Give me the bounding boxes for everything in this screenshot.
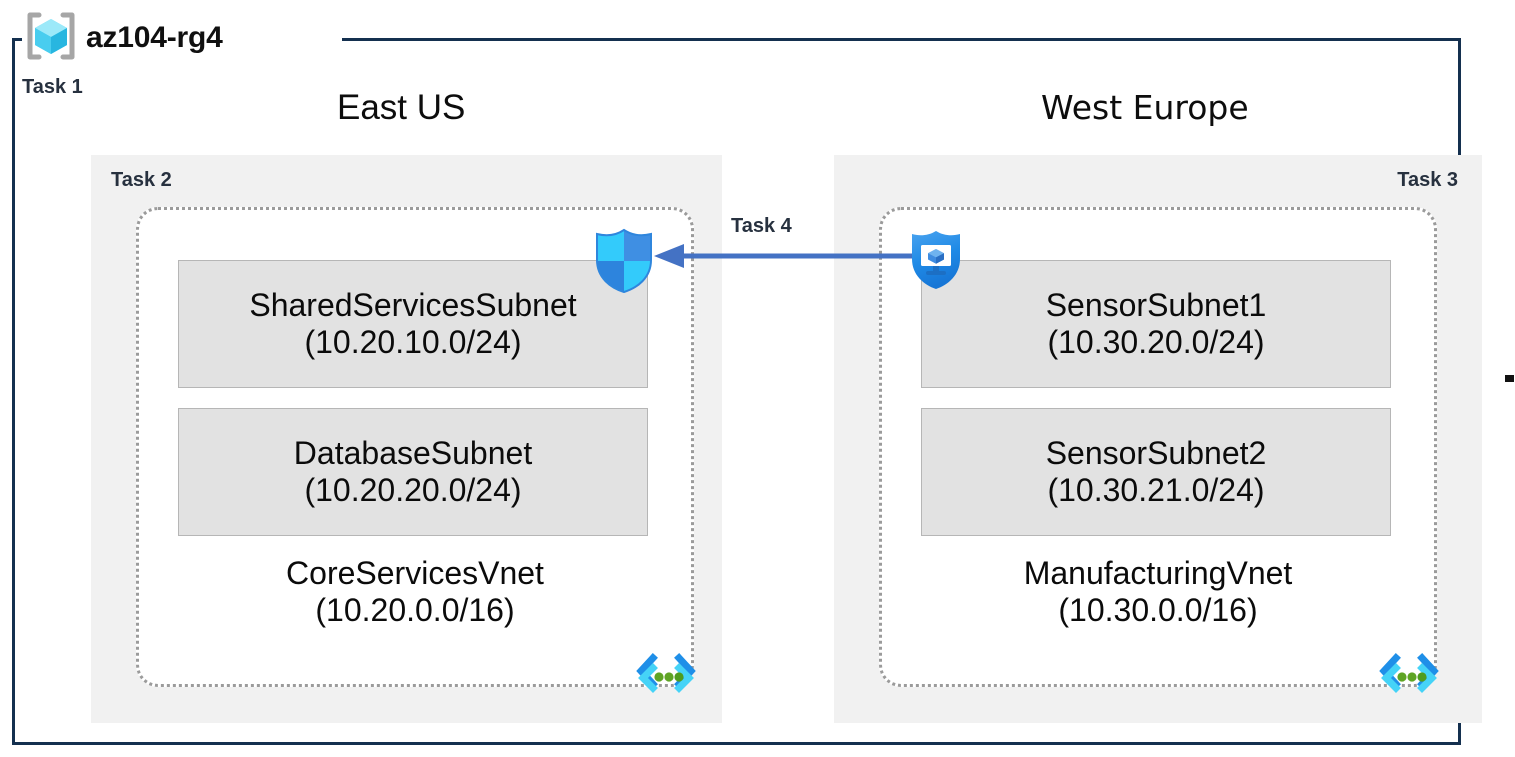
subnet-name: SensorSubnet2 <box>1045 434 1267 471</box>
subnet-database: DatabaseSubnet (10.20.20.0/24) <box>178 408 648 536</box>
subnet-sensor-1: SensorSubnet1 (10.30.20.0/24) <box>921 260 1391 388</box>
vnet-cidr: (10.20.0.0/16) <box>315 592 515 629</box>
resource-group-icon <box>24 11 78 66</box>
subnet-cidr: (10.20.20.0/24) <box>304 472 522 508</box>
vnet-caption-manufacturing: ManufacturingVnet (10.30.0.0/16) <box>882 555 1434 630</box>
subnet-name: DatabaseSubnet <box>293 434 533 471</box>
vnet-core-services: SharedServicesSubnet (10.20.10.0/24) Dat… <box>136 207 696 693</box>
subnet-cidr: (10.20.10.0/24) <box>304 324 522 360</box>
task-3-label: Task 3 <box>1397 169 1458 191</box>
task-1-label: Task 1 <box>22 76 83 98</box>
subnet-name: SensorSubnet1 <box>1045 286 1267 323</box>
resource-group-name: az104-rg4 <box>86 21 223 54</box>
resource-group-title-backdrop <box>22 18 342 60</box>
vnet-name: ManufacturingVnet <box>1023 555 1293 591</box>
virtual-network-icon <box>1378 652 1440 700</box>
vnet-peering-arrow <box>654 240 922 272</box>
subnet-name: SharedServicesSubnet <box>249 286 577 323</box>
resource-group-title: az104-rg4 <box>24 12 223 64</box>
vnet-name: CoreServicesVnet <box>286 555 544 591</box>
subnet-cidr: (10.30.21.0/24) <box>1047 472 1265 508</box>
subnet-shared-services: SharedServicesSubnet (10.20.10.0/24) <box>178 260 648 388</box>
virtual-network-icon <box>635 652 697 700</box>
vnet-manufacturing: SensorSubnet1 (10.30.20.0/24) SensorSubn… <box>879 207 1439 693</box>
edge-marker <box>1505 375 1514 382</box>
task-4-label: Task 4 <box>731 215 792 237</box>
firewall-shield-icon <box>593 228 655 294</box>
bastion-shield-icon <box>908 229 964 291</box>
region-title-east-us: East US <box>337 88 466 127</box>
vnet-cidr: (10.30.0.0/16) <box>1058 592 1258 629</box>
vnet-caption-core-services: CoreServicesVnet (10.20.0.0/16) <box>139 555 691 630</box>
subnet-sensor-2: SensorSubnet2 (10.30.21.0/24) <box>921 408 1391 536</box>
region-title-west-europe: West Europe <box>1041 88 1249 127</box>
subnet-cidr: (10.30.20.0/24) <box>1047 324 1265 360</box>
peering-channel-backdrop <box>722 155 834 723</box>
region-box-west-europe: Task 3 SensorSubnet1 (10.30.20.0/24) Sen… <box>834 155 1482 723</box>
task-2-label: Task 2 <box>111 169 172 191</box>
